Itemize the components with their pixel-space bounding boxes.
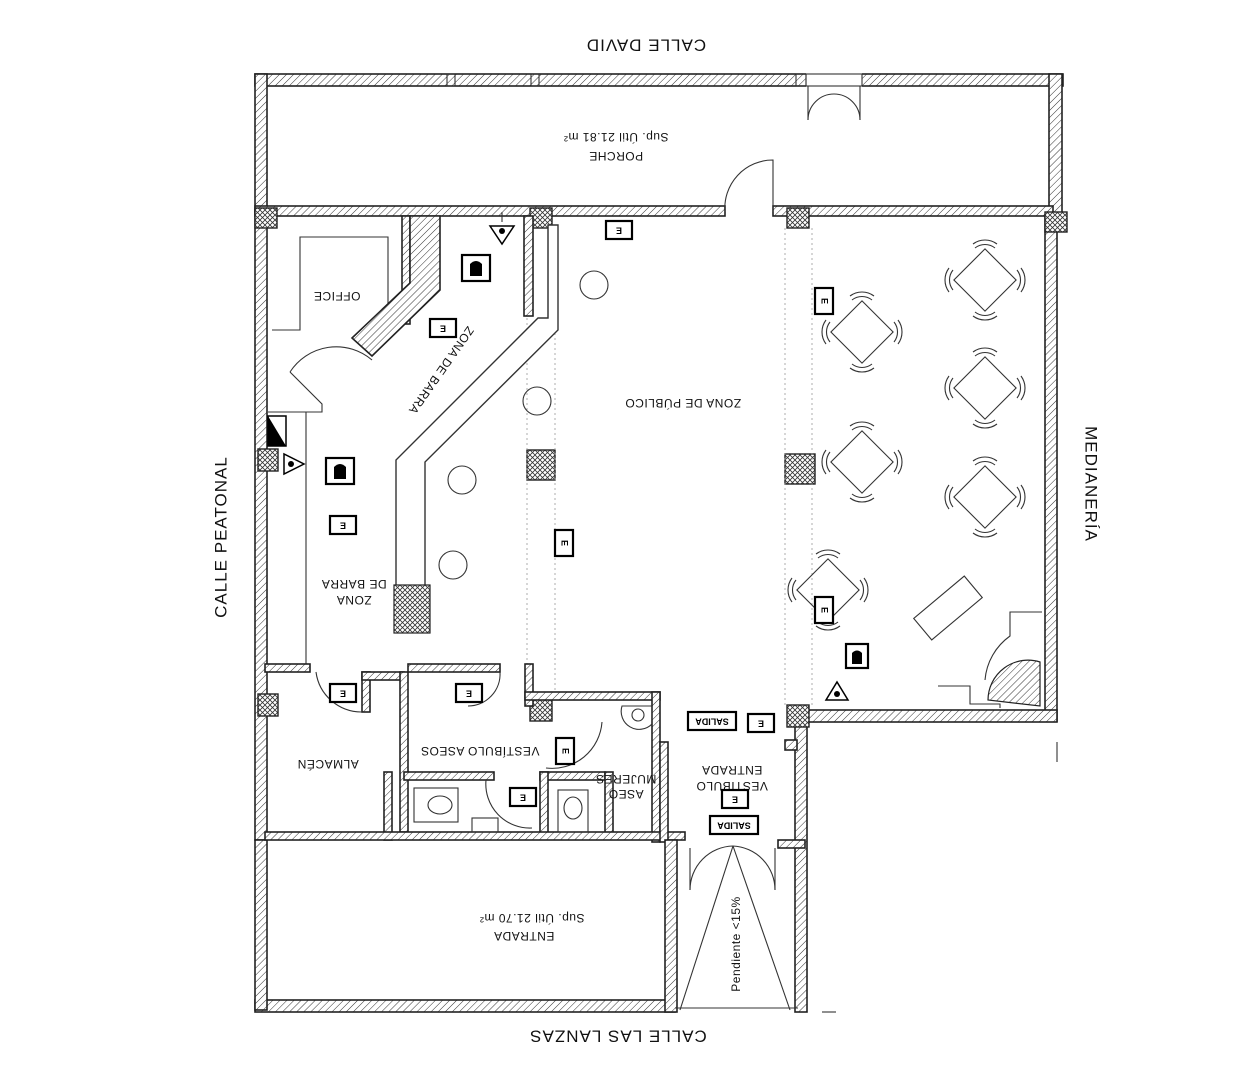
emergency-light-letter: E <box>340 689 346 699</box>
porche-wall <box>254 205 1054 217</box>
emergency-light-letter: E <box>820 607 830 613</box>
emergency-light-letter: E <box>561 748 571 754</box>
exit-sign-text: SALIDA <box>717 821 751 831</box>
emergency-light-letter: E <box>520 793 526 803</box>
emergency-signs: E E E E E E E E E E E E <box>328 219 835 810</box>
zona-barra-left-label-1: ZONA <box>336 593 371 607</box>
structural-grid <box>526 228 813 706</box>
zona-barra-left-label-2: DE BARRA <box>321 577 386 591</box>
pendiente-label: Pendiente <15% <box>729 896 743 991</box>
street-label-left: CALLE PEATONAL <box>211 456 230 618</box>
alarm-triangle-icon <box>283 452 306 476</box>
lower-walls <box>264 663 806 849</box>
vestibulo-entrada-label-1: VESTÍBULO <box>696 779 768 794</box>
emergency-light-icon: E <box>554 736 576 766</box>
office-label: OFFICE <box>314 289 361 303</box>
emergency-light-letter: E <box>340 521 346 531</box>
table-with-chairs <box>821 421 903 503</box>
vestibulo-entrada-label-2: ENTRADA <box>702 763 763 777</box>
tables <box>787 239 1026 631</box>
porche-door-arc <box>724 159 774 213</box>
emergency-light-icon: E <box>454 682 484 704</box>
entrada-area-label: Sup. Útil 21.70 m² <box>479 911 584 926</box>
emergency-light-letter: E <box>820 298 830 304</box>
bar-stools <box>438 270 609 580</box>
columns <box>254 207 1068 728</box>
electrical-panel-icon <box>267 415 287 447</box>
exit-sign: SALIDA <box>708 814 760 836</box>
exit-sign: SALIDA <box>686 710 738 732</box>
emergency-light-icon: E <box>328 682 358 704</box>
corner-stairs <box>938 611 1042 708</box>
exit-sign-text: SALIDA <box>695 717 729 727</box>
porche-double-door <box>805 72 863 121</box>
aseo-label-1: ASEO <box>608 787 643 801</box>
wall-mark <box>530 73 540 87</box>
street-label-right: MEDIANERÍA <box>1082 426 1101 542</box>
extinguisher-icon <box>460 253 492 283</box>
extinguisher-icon <box>844 642 870 670</box>
exterior-walls <box>254 73 1064 1013</box>
emergency-light-icon: E <box>604 219 634 241</box>
emergency-light-icon: E <box>428 317 458 339</box>
porche-label: PORCHE <box>589 149 643 163</box>
emergency-light-icon: E <box>813 286 835 316</box>
table-with-chairs <box>944 456 1026 538</box>
wall-mark <box>795 73 807 87</box>
alarm-triangle-icon <box>824 680 850 701</box>
emergency-light-icon: E <box>328 514 358 536</box>
table-with-chairs <box>787 549 869 631</box>
emergency-light-icon: E <box>508 786 538 808</box>
alarm-triangle-icon <box>488 212 516 246</box>
emergency-light-icon: E <box>720 788 750 810</box>
zona-publico-label: ZONA DE PÚBLICO <box>625 396 741 411</box>
almacen-label: ALMACÉN <box>297 757 359 772</box>
entrada-label: ENTRADA <box>494 929 555 943</box>
table-with-chairs <box>821 291 903 373</box>
table-with-chairs <box>944 347 1026 429</box>
emergency-light-letter: E <box>466 689 472 699</box>
long-table <box>912 575 984 641</box>
emergency-light-letter: E <box>758 719 764 729</box>
street-label-bottom: CALLE LAS LANZAS <box>529 1027 707 1046</box>
bar-counter <box>350 215 559 634</box>
vestibulo-aseos-label: VESTÍBULO ASEOS <box>421 744 540 759</box>
emergency-light-icon: E <box>553 528 575 558</box>
emergency-light-letter: E <box>732 795 738 805</box>
street-label-top: CALLE DAVID <box>586 36 706 55</box>
emergency-light-letter: E <box>616 226 622 236</box>
table-with-chairs <box>944 239 1026 321</box>
extinguisher-icon <box>324 456 356 486</box>
sanitary-fixtures <box>413 705 653 833</box>
porche-area-label: Sup. Útil 21.81 m² <box>563 130 668 145</box>
emergency-light-letter: E <box>440 324 446 334</box>
aseo-label-2: MUJERES <box>596 772 657 786</box>
entrance-ramp <box>675 845 798 1011</box>
entrada-room <box>664 839 678 1013</box>
wall-mark <box>446 73 456 87</box>
emergency-light-letter: E <box>560 540 570 546</box>
emergency-light-icon: E <box>746 712 776 734</box>
emergency-light-icon: E <box>813 595 835 625</box>
